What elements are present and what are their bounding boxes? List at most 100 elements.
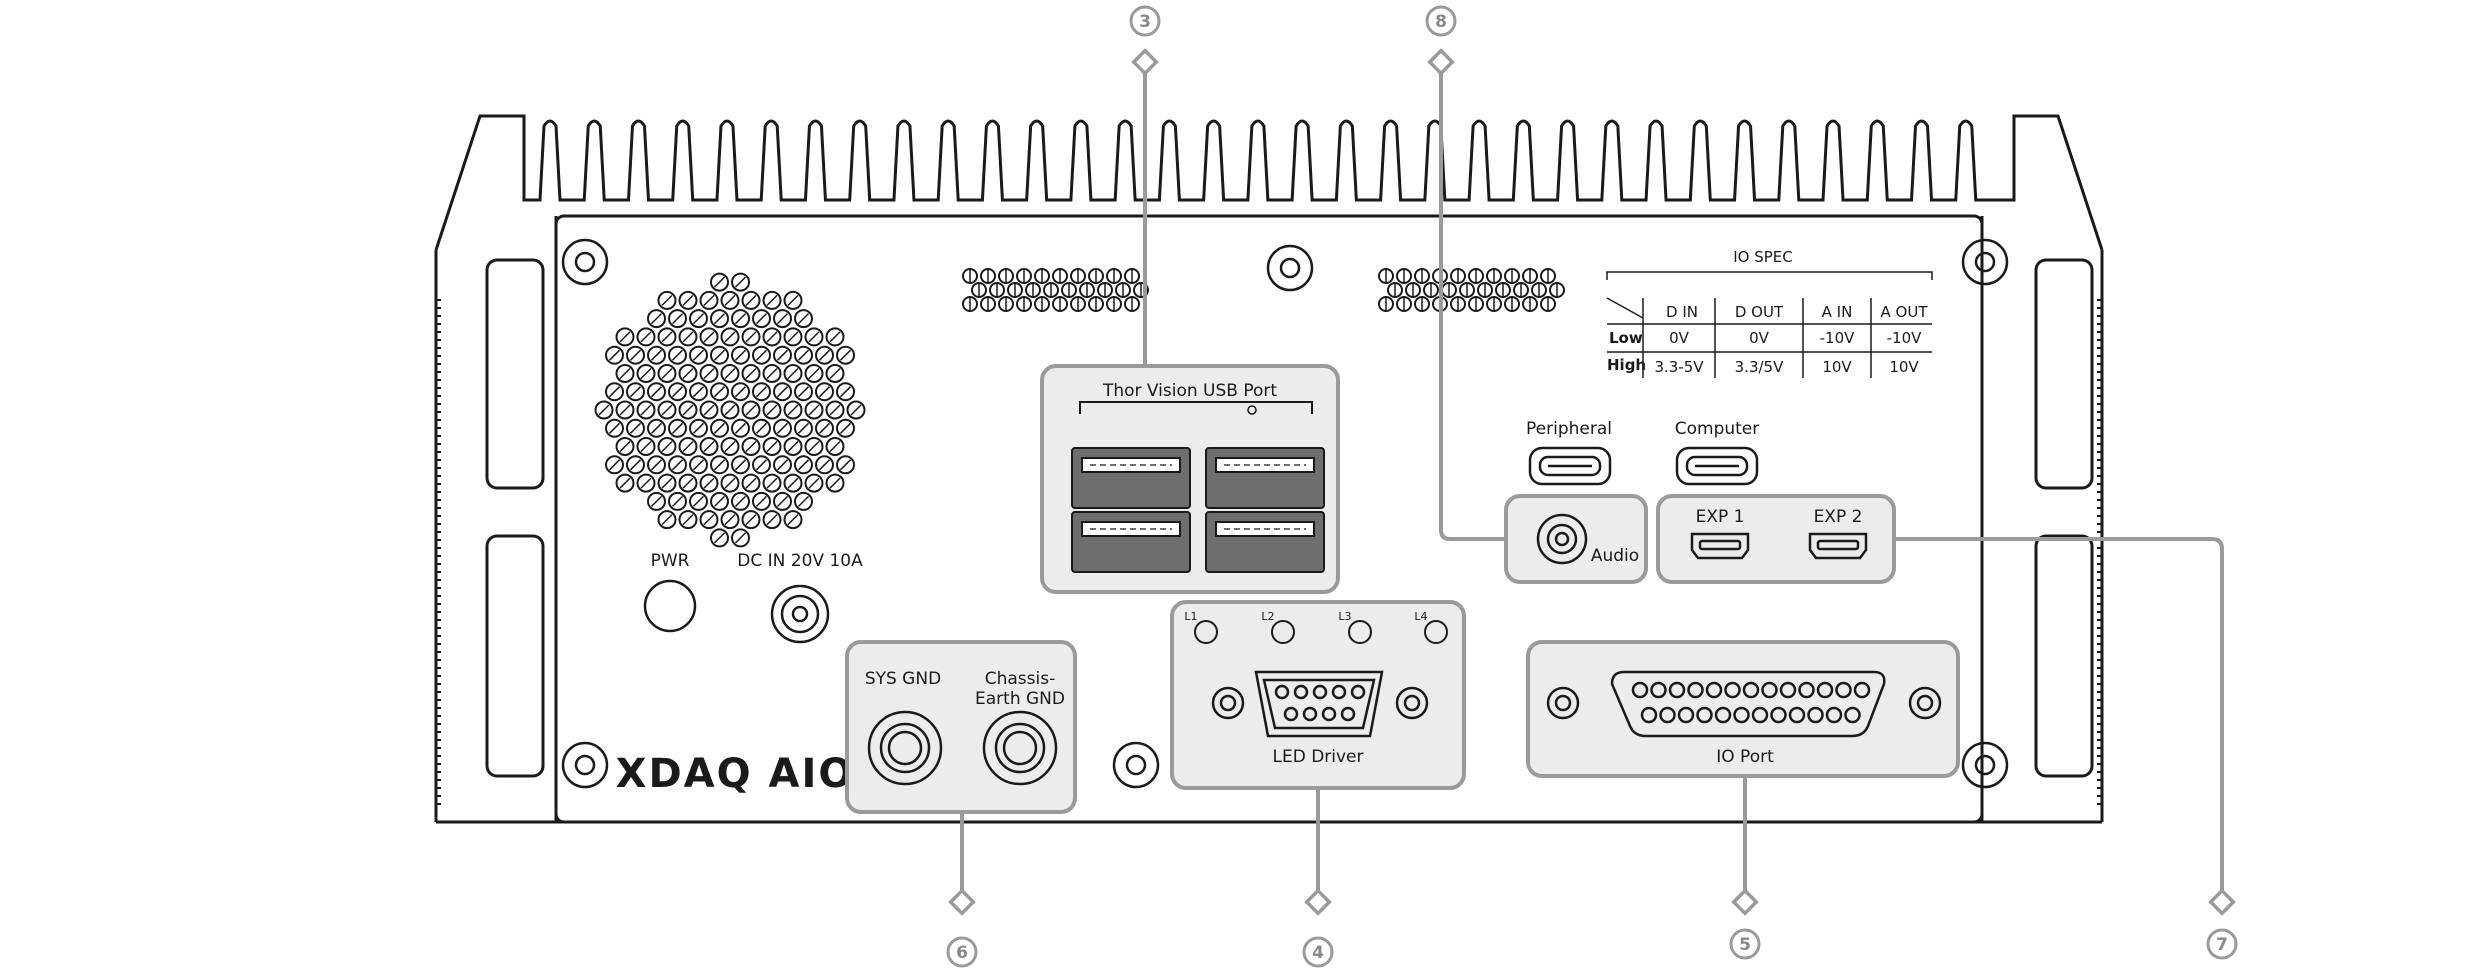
chassis-left-ear <box>436 216 558 824</box>
io-spec-low-dout: 0V <box>1749 329 1770 347</box>
computer-usb-c-port[interactable] <box>1675 446 1759 486</box>
callout-3-number: 3 <box>1139 12 1151 32</box>
callout-3-diamond <box>1131 48 1159 76</box>
callout-6-diamond <box>948 888 976 916</box>
io-spec-high-ain: 10V <box>1822 358 1852 376</box>
chassis-gnd-label-2: Earth GND <box>975 689 1065 709</box>
callout-4-badge <box>1302 936 1334 968</box>
led-l2-label: L2 <box>1261 610 1274 623</box>
sys-gnd-label: SYS GND <box>865 669 941 689</box>
callout-6-badge <box>946 936 978 968</box>
callout-7-leader <box>1894 537 2224 897</box>
io-screw-right <box>1908 686 1942 720</box>
led-l4-indicator <box>1424 620 1448 644</box>
led-driver-panel: L1 L2 L3 L4 LED Driver <box>1170 600 1466 790</box>
screw-top-right <box>1961 238 2009 286</box>
usb-bracket <box>1079 401 1313 414</box>
callout-7-number: 7 <box>2216 935 2228 955</box>
peripheral-label: Peripheral <box>1526 419 1612 439</box>
callout-5-diamond <box>1731 888 1759 916</box>
exp2-label: EXP 2 <box>1814 507 1863 527</box>
dc-in-jack[interactable] <box>770 584 830 644</box>
callout-badges <box>946 5 2238 968</box>
io-spec-header-dout: D OUT <box>1735 303 1784 321</box>
io-screw-left <box>1546 686 1580 720</box>
face-plate <box>554 214 1984 824</box>
io-spec-row-low-label: Low <box>1609 329 1643 347</box>
io-port-panel: IO Port <box>1526 640 1960 778</box>
audio-panel: Audio <box>1504 494 1648 584</box>
vent-slots-right <box>1378 268 1565 312</box>
right-lower-slot <box>2034 534 2094 778</box>
mounting-screws <box>561 238 2009 789</box>
led-screw-right <box>1395 686 1429 720</box>
io-spec-low-aout: -10V <box>1887 329 1922 347</box>
dc-in-label: DC IN 20V 10A <box>737 551 863 571</box>
usb-port-2-2[interactable] <box>1205 511 1325 573</box>
io-spec-header-ain: A IN <box>1822 303 1853 321</box>
usb-port-1-1[interactable] <box>1071 447 1191 509</box>
exp2-port[interactable] <box>1808 532 1868 560</box>
gnd-panel: SYS GND Chassis- Earth GND <box>845 640 1077 814</box>
callout-3-badge <box>1129 5 1161 37</box>
led-l2-indicator <box>1271 620 1295 644</box>
chassis-gnd-terminal[interactable] <box>982 710 1058 786</box>
screw-bottom-left <box>561 741 609 789</box>
chassis-gnd-label-1: Chassis- <box>985 669 1056 689</box>
callout-7-diamond <box>2208 888 2236 916</box>
led-l4-label: L4 <box>1414 610 1427 623</box>
fan-vent-grille <box>594 272 866 548</box>
led-l1-label: L1 <box>1184 610 1197 623</box>
io-spec-table: IO SPEC D IN D OUT A IN A OUT Low 0V 0V … <box>1606 248 1933 378</box>
usb-port-1-2[interactable] <box>1071 511 1191 573</box>
grip-ticks-right <box>2097 299 2102 805</box>
usb-port-2-1[interactable] <box>1205 447 1325 509</box>
io-spec-low-ain: -10V <box>1820 329 1855 347</box>
io-port-label: IO Port <box>1716 747 1774 767</box>
led-l3-label: L3 <box>1338 610 1351 623</box>
pwr-label: PWR <box>651 551 690 571</box>
left-lower-slot <box>485 534 545 778</box>
callout-diamonds <box>948 48 2236 916</box>
heatsink-fin-profile <box>434 114 2104 251</box>
callout-8-diamond <box>1427 48 1455 76</box>
io-spec-title: IO SPEC <box>1733 248 1793 266</box>
screw-top-left <box>561 238 609 286</box>
sys-gnd-terminal[interactable] <box>867 710 943 786</box>
io-spec-high-din: 3.3-5V <box>1654 358 1704 376</box>
power-button[interactable] <box>643 579 697 633</box>
usb-panel: Thor Vision USB Port <box>1040 364 1340 594</box>
io-port-connector[interactable] <box>1546 670 1942 738</box>
io-spec-header-aout: A OUT <box>1881 303 1929 321</box>
audio-label: Audio <box>1591 546 1639 566</box>
screw-bottom-right <box>1961 741 2009 789</box>
right-upper-slot <box>2034 258 2094 490</box>
callout-8-badge <box>1425 5 1457 37</box>
callout-4-number: 4 <box>1312 943 1324 963</box>
exp1-port[interactable] <box>1690 532 1750 560</box>
io-spec-header-din: D IN <box>1666 303 1698 321</box>
exp-panel: EXP 1 EXP 2 <box>1656 494 1896 584</box>
led-l1-indicator <box>1194 620 1218 644</box>
callout-leaders <box>960 72 2224 897</box>
callout-8-number: 8 <box>1435 12 1447 32</box>
left-upper-slot <box>485 258 545 490</box>
audio-jack[interactable] <box>1536 513 1588 565</box>
usb-indicator <box>1247 405 1257 415</box>
peripheral-usb-c-port[interactable] <box>1528 446 1612 486</box>
led-driver-connector[interactable] <box>1211 670 1429 738</box>
led-l3-indicator <box>1348 620 1372 644</box>
io-spec-low-din: 0V <box>1669 329 1690 347</box>
callout-4-diamond <box>1304 888 1332 916</box>
usb-panel-title: Thor Vision USB Port <box>1102 381 1277 401</box>
callout-5-badge <box>1729 928 1761 960</box>
callout-7-badge <box>2206 928 2238 960</box>
brand-logo: XDAQ AIO <box>616 751 855 797</box>
io-spec-high-dout: 3.3/5V <box>1735 358 1784 376</box>
vent-slots-left <box>962 268 1149 312</box>
grip-ticks-left <box>436 299 441 805</box>
io-spec-row-high-label: High <box>1607 356 1646 374</box>
computer-label: Computer <box>1675 419 1760 439</box>
callout-6-number: 6 <box>956 943 968 963</box>
